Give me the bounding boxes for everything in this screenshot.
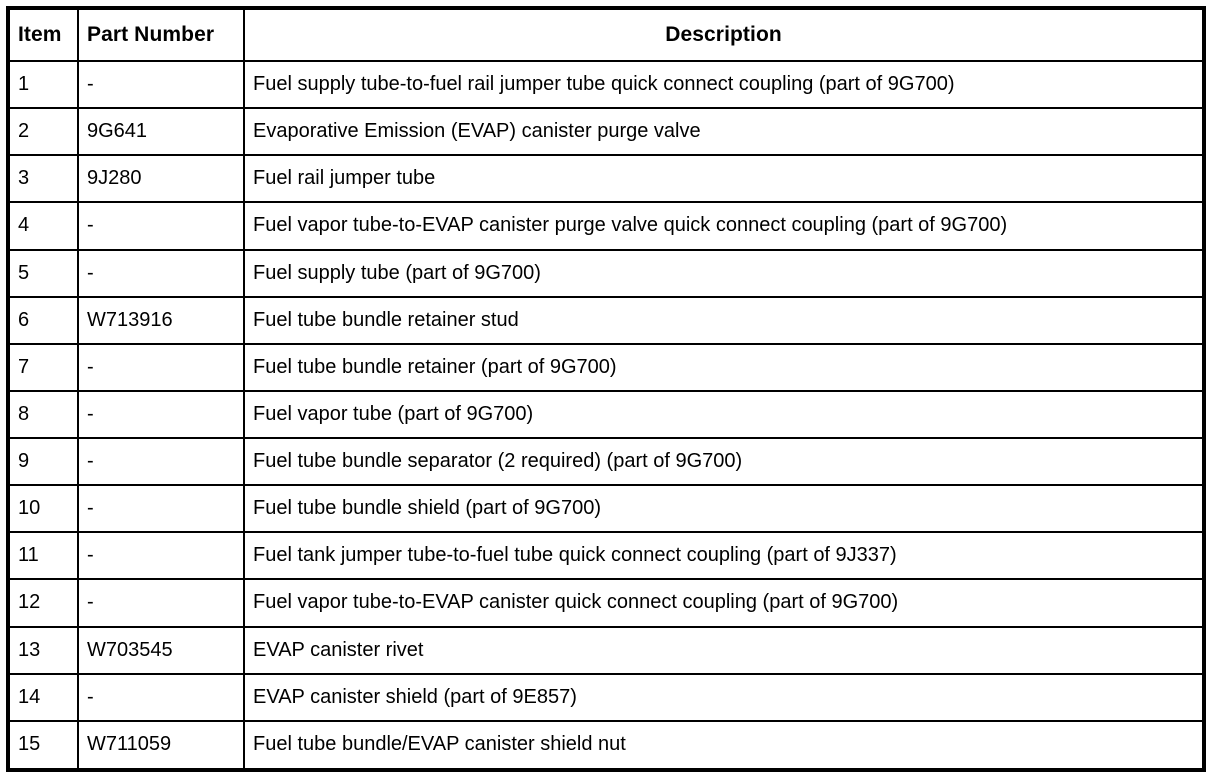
table-header: Item Part Number Description: [10, 10, 1202, 62]
cell-item: 3: [10, 154, 79, 204]
cell-description: EVAP canister rivet: [243, 625, 1202, 675]
table-row: 1-Fuel supply tube-to-fuel rail jumper t…: [10, 59, 1202, 110]
cell-part-number: -: [77, 342, 245, 392]
table-row: 11-Fuel tank jumper tube-to-fuel tube qu…: [10, 531, 1202, 581]
cell-description: Fuel tube bundle/EVAP canister shield nu…: [243, 719, 1202, 768]
column-header-item: Item: [10, 10, 79, 62]
parts-table-container: Item Part Number Description 1-Fuel supp…: [6, 6, 1206, 772]
cell-description: Fuel supply tube-to-fuel rail jumper tub…: [243, 59, 1202, 110]
table-row: 5-Fuel supply tube (part of 9G700): [10, 248, 1202, 298]
cell-part-number: W713916: [77, 295, 245, 345]
cell-item: 11: [10, 531, 79, 581]
cell-item: 6: [10, 295, 79, 345]
column-header-part-number: Part Number: [77, 10, 245, 62]
table-row: 8-Fuel vapor tube (part of 9G700): [10, 389, 1202, 440]
table-row: 9-Fuel tube bundle separator (2 required…: [10, 436, 1202, 487]
cell-part-number: W711059: [77, 719, 245, 768]
cell-item: 10: [10, 484, 79, 534]
cell-description: Fuel vapor tube-to-EVAP canister purge v…: [243, 201, 1202, 251]
cell-item: 15: [10, 719, 79, 768]
column-header-description: Description: [243, 10, 1202, 62]
cell-description: Evaporative Emission (EVAP) canister pur…: [243, 107, 1202, 157]
cell-description: Fuel rail jumper tube: [243, 154, 1202, 204]
cell-description: Fuel tube bundle shield (part of 9G700): [243, 484, 1202, 534]
cell-part-number: -: [77, 201, 245, 251]
table-row: 4-Fuel vapor tube-to-EVAP canister purge…: [10, 201, 1202, 251]
cell-description: Fuel vapor tube-to-EVAP canister quick c…: [243, 578, 1202, 628]
cell-description: Fuel vapor tube (part of 9G700): [243, 389, 1202, 440]
parts-table: Item Part Number Description 1-Fuel supp…: [10, 10, 1202, 768]
cell-part-number: -: [77, 248, 245, 298]
cell-part-number: -: [77, 531, 245, 581]
cell-description: Fuel tube bundle retainer stud: [243, 295, 1202, 345]
cell-part-number: 9J280: [77, 154, 245, 204]
table-row: 12-Fuel vapor tube-to-EVAP canister quic…: [10, 578, 1202, 628]
table-row: 7-Fuel tube bundle retainer (part of 9G7…: [10, 342, 1202, 392]
cell-item: 8: [10, 389, 79, 440]
cell-description: EVAP canister shield (part of 9E857): [243, 672, 1202, 722]
table-row: 10-Fuel tube bundle shield (part of 9G70…: [10, 484, 1202, 534]
cell-item: 13: [10, 625, 79, 675]
cell-item: 1: [10, 59, 79, 110]
table-row: 14-EVAP canister shield (part of 9E857): [10, 672, 1202, 722]
cell-item: 7: [10, 342, 79, 392]
cell-description: Fuel tube bundle separator (2 required) …: [243, 436, 1202, 487]
cell-item: 9: [10, 436, 79, 487]
cell-part-number: -: [77, 672, 245, 722]
cell-part-number: W703545: [77, 625, 245, 675]
cell-description: Fuel supply tube (part of 9G700): [243, 248, 1202, 298]
cell-item: 5: [10, 248, 79, 298]
cell-part-number: -: [77, 436, 245, 487]
table-header-row: Item Part Number Description: [10, 10, 1202, 62]
cell-part-number: -: [77, 484, 245, 534]
cell-item: 2: [10, 107, 79, 157]
cell-part-number: -: [77, 59, 245, 110]
cell-description: Fuel tank jumper tube-to-fuel tube quick…: [243, 531, 1202, 581]
cell-description: Fuel tube bundle retainer (part of 9G700…: [243, 342, 1202, 392]
cell-part-number: -: [77, 578, 245, 628]
cell-item: 14: [10, 672, 79, 722]
cell-item: 12: [10, 578, 79, 628]
table-body: 1-Fuel supply tube-to-fuel rail jumper t…: [10, 59, 1202, 768]
cell-part-number: -: [77, 389, 245, 440]
cell-item: 4: [10, 201, 79, 251]
cell-part-number: 9G641: [77, 107, 245, 157]
